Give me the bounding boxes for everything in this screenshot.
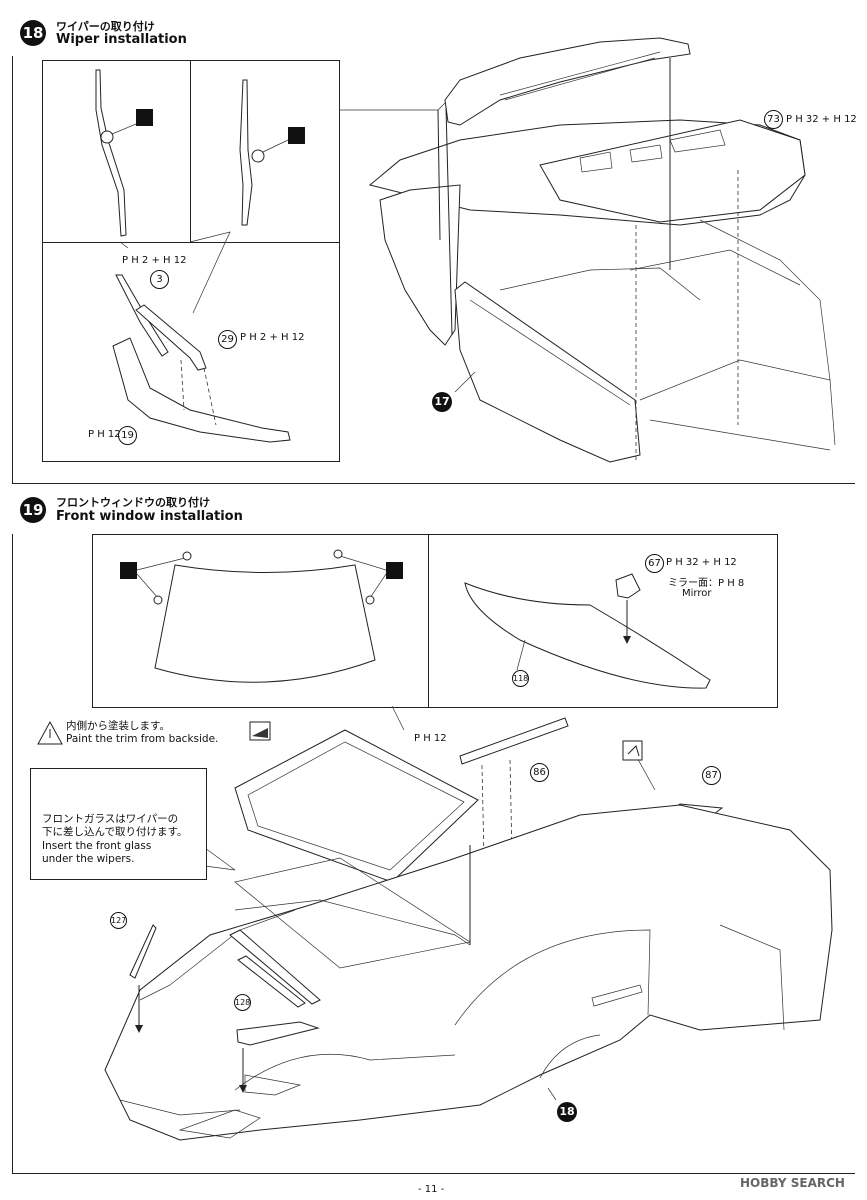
window-detail-vdivider bbox=[428, 534, 429, 707]
caution-text-en: Paint the trim from backside. bbox=[66, 733, 219, 745]
window-paint: P H 12 bbox=[414, 733, 447, 744]
note-en-line-2: under the wipers. bbox=[42, 853, 135, 865]
wiper-detail-box bbox=[42, 60, 340, 462]
part-19-paint: P H 12 bbox=[88, 429, 121, 440]
part-67-paint: P H 32 + H 12 bbox=[666, 557, 737, 568]
part-118-label: 118 bbox=[512, 670, 529, 687]
step-19-title-en: Front window installation bbox=[56, 509, 243, 524]
note-box bbox=[30, 768, 207, 880]
part-127-label: 127 bbox=[110, 912, 127, 929]
window-detail-box bbox=[92, 534, 778, 708]
caution-text-jp: 内側から塗装します。 bbox=[66, 720, 170, 732]
part-3-label: 3 bbox=[150, 270, 169, 289]
note-jp-line-2: 下に差し込んで取り付けます。 bbox=[42, 826, 188, 838]
part-17-label: 17 bbox=[432, 392, 452, 412]
step-19-number: 19 bbox=[20, 497, 46, 523]
step-18-number: 18 bbox=[20, 20, 46, 46]
note-jp-line-1: フロントガラスはワイパーの bbox=[42, 813, 179, 825]
part-87-label: 87 bbox=[702, 766, 721, 785]
part-73-paint: P H 32 + H 12 bbox=[786, 114, 857, 125]
part-29-label: 29 bbox=[218, 330, 237, 349]
step-19-title-jp: フロントウィンドウの取り付け bbox=[56, 496, 210, 509]
mirror-paint-jp: ミラー面：P H 8 bbox=[668, 578, 745, 589]
part-18-label: 18 bbox=[557, 1102, 577, 1122]
part-67-label: 67 bbox=[645, 554, 664, 573]
step-19-bottom-border bbox=[12, 1173, 855, 1174]
part-128-label: 128 bbox=[234, 994, 251, 1011]
step-19-left-border bbox=[12, 534, 13, 1174]
wiper-detail-vdivider bbox=[190, 60, 191, 243]
step-18-title-jp: ワイパーの取り付け bbox=[56, 20, 155, 33]
watermark: HOBBY SEARCH bbox=[740, 1176, 845, 1190]
step-18-title-en: Wiper installation bbox=[56, 32, 187, 47]
part-73-label: 73 bbox=[764, 110, 783, 129]
step-18-divider bbox=[12, 483, 855, 484]
part-19-label: 19 bbox=[118, 426, 137, 445]
wiper-detail-drawing bbox=[95, 37, 836, 463]
part-86-label: 86 bbox=[530, 763, 549, 782]
page-number: - 11 - bbox=[418, 1184, 445, 1195]
note-en-line-1: Insert the front glass bbox=[42, 840, 152, 852]
step-18-left-border bbox=[12, 56, 13, 484]
part-29-paint: P H 2 + H 12 bbox=[240, 332, 305, 343]
mirror-paint-en: Mirror bbox=[682, 588, 712, 599]
part-3-paint: P H 2 + H 12 bbox=[122, 255, 187, 266]
